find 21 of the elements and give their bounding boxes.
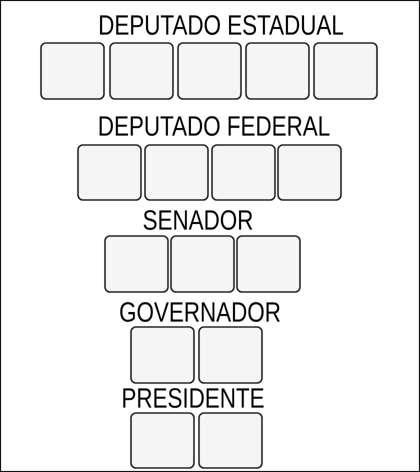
answer-box xyxy=(130,412,195,469)
answer-box xyxy=(109,42,174,100)
answer-box xyxy=(170,235,235,293)
answer-box xyxy=(245,42,310,100)
section-heading: PRESIDENTE xyxy=(123,388,264,408)
answer-box xyxy=(236,235,301,293)
section-heading: GOVERNADOR xyxy=(120,302,280,322)
answer-box xyxy=(198,326,263,384)
answer-box xyxy=(313,42,378,100)
answer-box xyxy=(198,412,263,469)
answer-box xyxy=(277,144,342,201)
section-heading: DEPUTADO ESTADUAL xyxy=(100,15,344,35)
answer-box xyxy=(177,42,242,100)
section-heading: DEPUTADO FEDERAL xyxy=(100,116,330,136)
answer-box xyxy=(77,144,142,201)
answer-box xyxy=(211,144,276,201)
answer-box xyxy=(130,326,195,384)
answer-box xyxy=(40,42,105,100)
answer-box xyxy=(104,235,169,293)
section-heading: SENADOR xyxy=(144,210,252,230)
answer-box xyxy=(144,144,209,201)
